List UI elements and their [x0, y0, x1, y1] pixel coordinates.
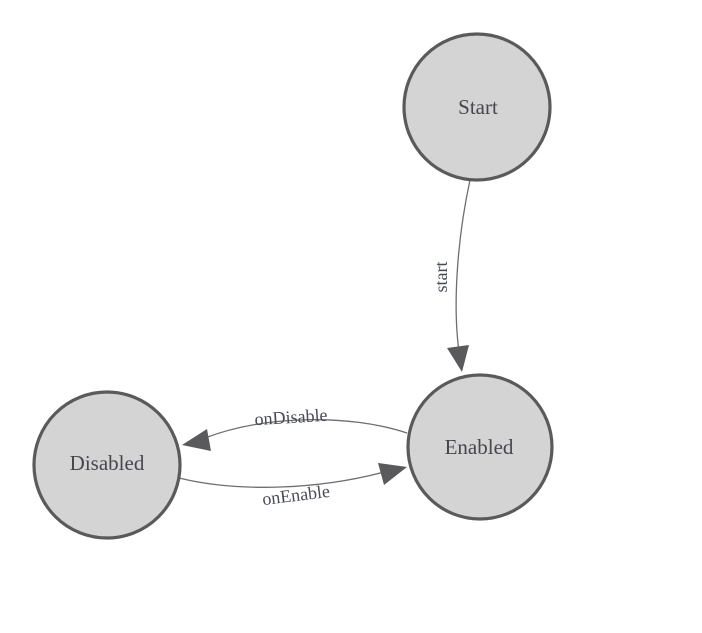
arrowhead-right-icon [378, 463, 407, 485]
edge-line [204, 419, 408, 439]
edge-label-onenable: onEnable [261, 481, 331, 509]
edge-start-to-enabled: start [431, 179, 471, 372]
edge-line [178, 471, 385, 488]
state-circle[interactable] [32, 390, 182, 540]
state-label-disabled: Disabled [70, 451, 145, 475]
state-label-enabled: Enabled [445, 435, 514, 459]
edge-enabled-to-disabled: onDisable [182, 405, 408, 451]
state-circle[interactable] [406, 373, 554, 521]
arrowhead-left-icon [182, 429, 211, 451]
state-node-enabled[interactable]: Enabled [406, 373, 554, 521]
edge-disabled-to-enabled: onEnable [178, 463, 407, 509]
edge-label-ondisable: onDisable [254, 405, 328, 429]
state-label-start: Start [458, 95, 498, 119]
edge-label-start: start [431, 262, 451, 293]
state-circle[interactable] [402, 32, 552, 182]
state-node-start[interactable]: Start [402, 32, 552, 182]
edge-line [455, 179, 471, 359]
arrowhead-down-icon [447, 345, 469, 372]
state-node-disabled[interactable]: Disabled [32, 390, 182, 540]
